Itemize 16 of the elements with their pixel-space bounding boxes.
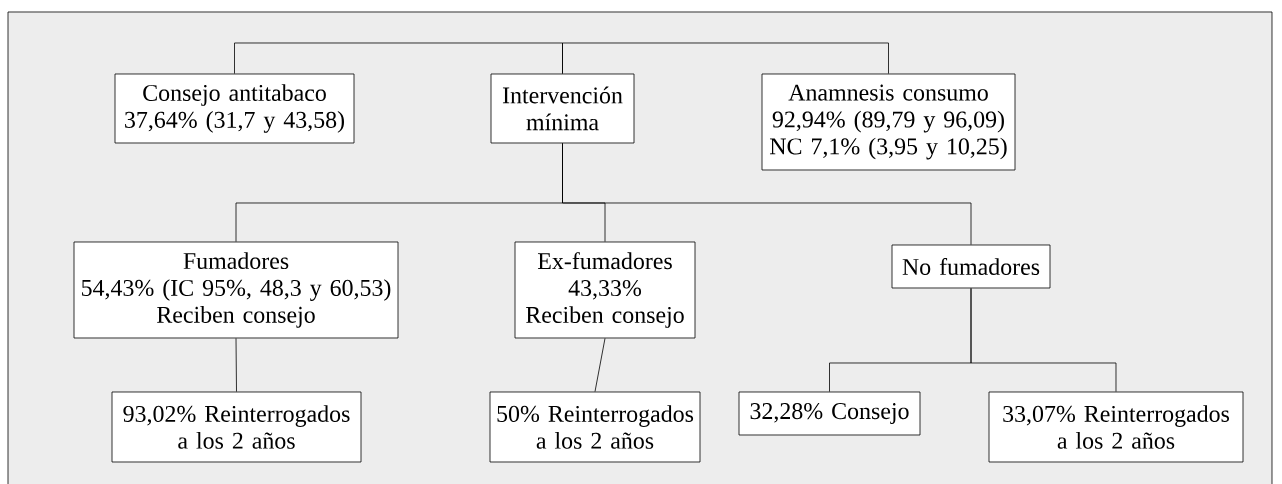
text-box: 32,28% Consejo xyxy=(738,391,921,436)
text-box: 50% Reinterrogados a los 2 años xyxy=(489,391,701,463)
connector-line xyxy=(235,338,237,392)
text-box: No fumadores xyxy=(891,244,1051,289)
text-box: 93,02% Reinterrogados a los 2 años xyxy=(111,391,362,463)
text-box: Anamnesis consumo 92,94% (89,79 y 96,09) NC 7,1% (3,95 y 10,25) xyxy=(761,73,1016,171)
connector-line xyxy=(234,42,563,74)
text-box: Intervención mínima xyxy=(490,73,635,144)
text-box: Fumadores 54,43% (IC 95%, 48,3 y 60,53) Reciben consejo xyxy=(73,241,399,339)
connector-line xyxy=(562,42,889,74)
connector-line xyxy=(562,143,972,245)
text-box: Consejo antitabaco 37,64% (31,7 y 43,58) xyxy=(114,73,355,144)
text-box: 33,07% Reinterrogados a los 2 años xyxy=(988,391,1244,463)
text-box: Ex-fumadores 43,33% Reciben consejo xyxy=(514,241,696,339)
connector-line xyxy=(970,288,1117,392)
connector-line xyxy=(594,338,606,392)
